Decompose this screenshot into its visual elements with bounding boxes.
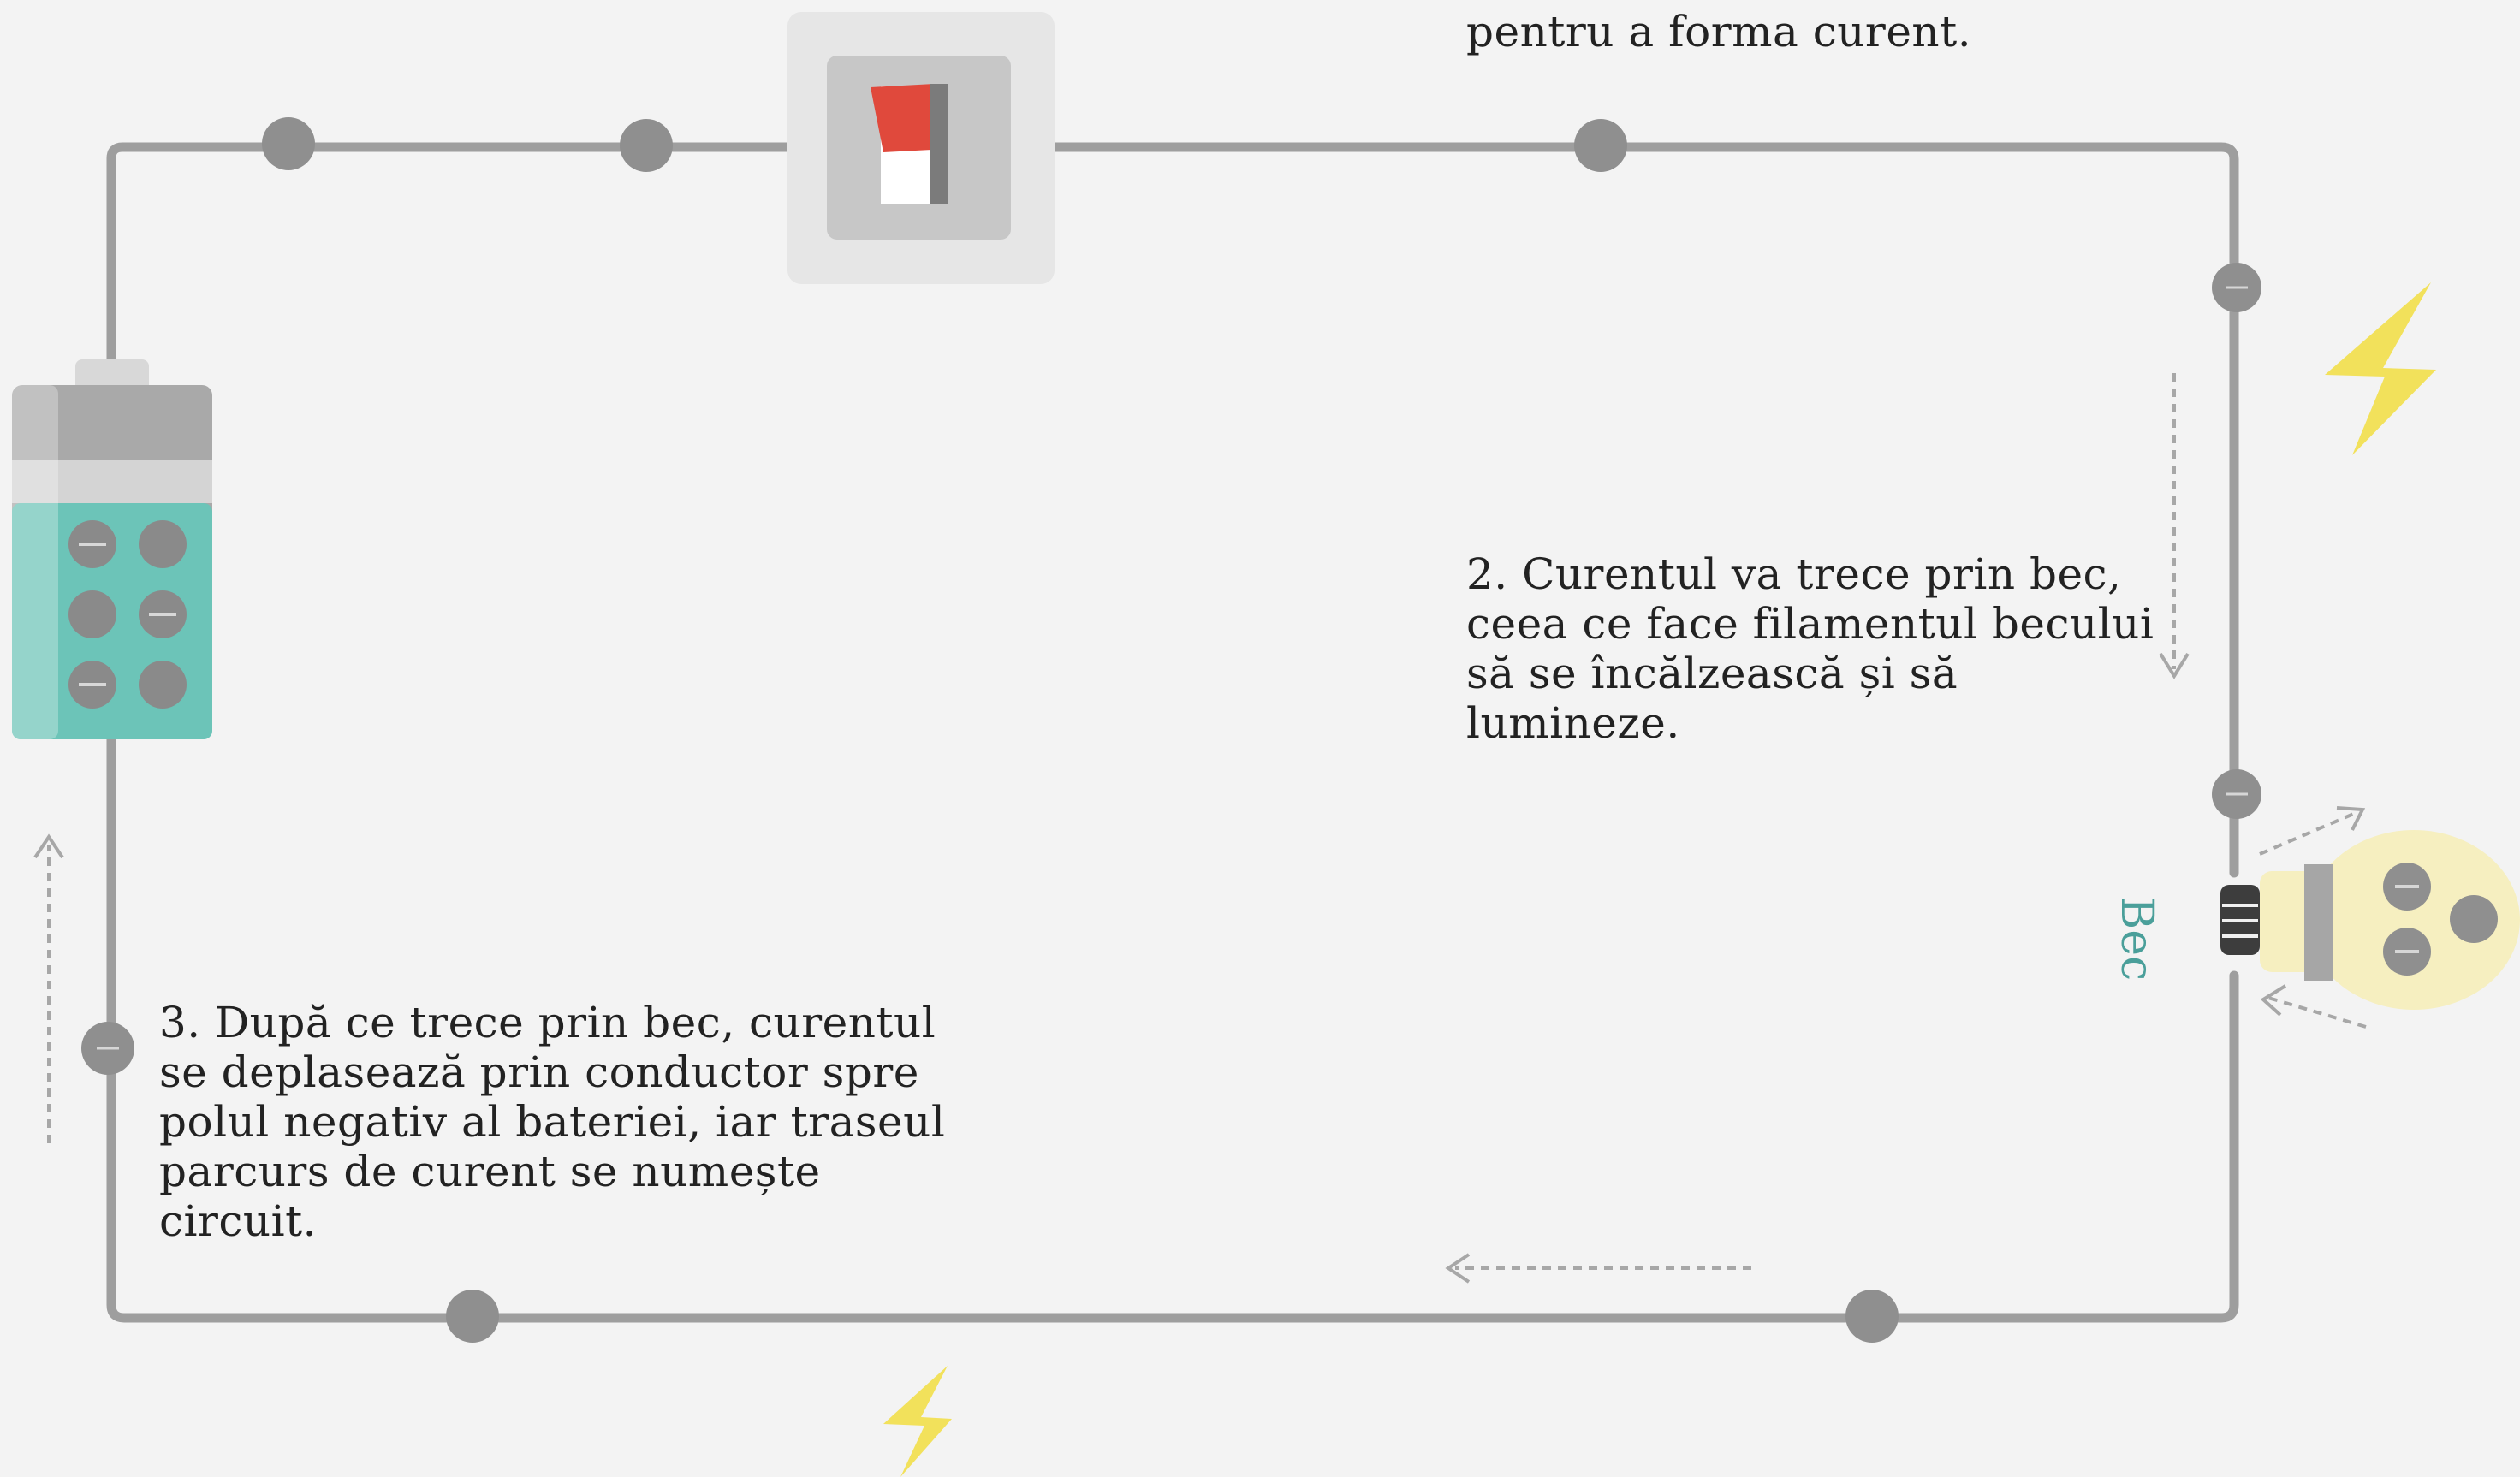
- switch-icon: [788, 12, 1055, 284]
- wire-node: [262, 117, 315, 170]
- caption-line: 3. După ce trece prin bec, curentul: [159, 998, 936, 1047]
- caption-line: pentru a forma curent.: [1466, 7, 1972, 56]
- wire-node: [620, 119, 673, 172]
- caption-line: circuit.: [159, 1196, 318, 1246]
- bulb-label: Bec: [2111, 897, 2162, 982]
- caption-line: se deplasează prin conductor spre: [159, 1047, 919, 1097]
- wire-loop: [106, 142, 2239, 1323]
- lightning-icon: [883, 1366, 952, 1477]
- wire-node: [446, 1290, 499, 1343]
- caption-line: lumineze.: [1466, 698, 1680, 748]
- wire-top-right: [1049, 142, 2239, 878]
- node-minus-signs: [97, 286, 2248, 1050]
- arrow-icon: [33, 833, 64, 1143]
- wire-node: [1845, 1290, 1899, 1343]
- arrow-icon: [2159, 373, 2190, 679]
- caption-line: parcurs de curent se numește: [159, 1147, 821, 1196]
- light-bulb-icon: [2220, 830, 2520, 1010]
- arrow-icon: [2260, 984, 2367, 1029]
- flow-arrows: [33, 373, 2367, 1284]
- caption-step-1: pentru a forma curent.: [1466, 7, 2151, 56]
- caption-line: polul negativ al bateriei, iar traseul: [159, 1097, 946, 1147]
- wire-top-left: [106, 142, 793, 382]
- caption-step-3: 3. După ce trece prin bec, curentul se d…: [159, 998, 946, 1246]
- wire-node: [1574, 119, 1627, 172]
- caption-line: 2. Curentul va trece prin bec,: [1466, 549, 2122, 599]
- caption-line: ceea ce face filamentul becului: [1466, 599, 2154, 649]
- lightning-icon: [2325, 282, 2436, 455]
- wire-right-bottom: [106, 731, 2239, 1323]
- arrow-icon: [1445, 1253, 1751, 1284]
- wire-nodes: [81, 117, 2261, 1343]
- caption-line: să se încălzească și să: [1466, 649, 1958, 698]
- battery-icon: [12, 359, 212, 739]
- arrow-icon: [2259, 806, 2366, 856]
- caption-step-2: 2. Curentul va trece prin bec, ceea ce f…: [1466, 549, 2154, 748]
